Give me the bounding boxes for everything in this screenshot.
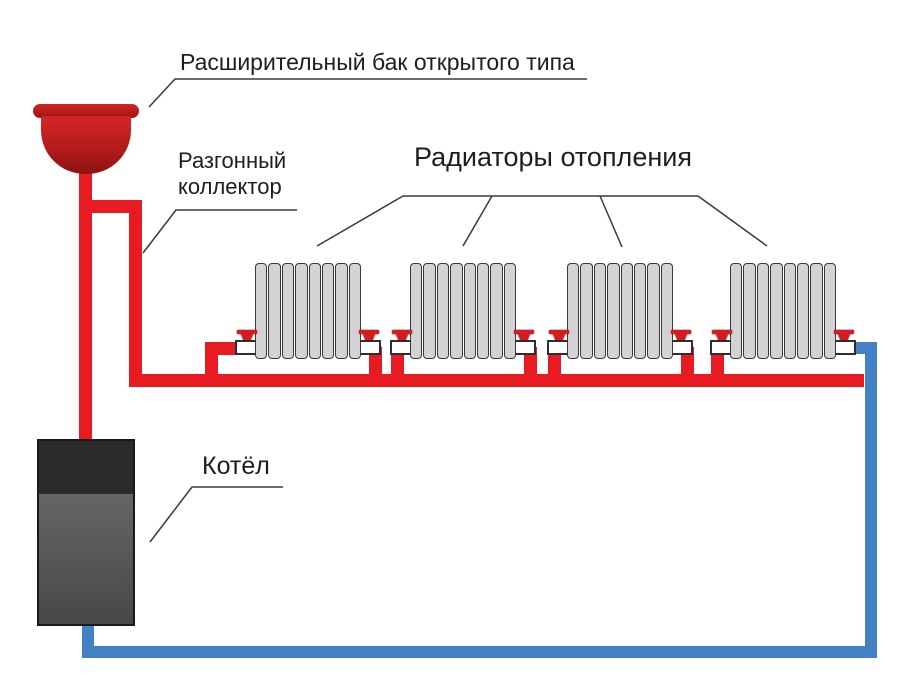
- radiator-section: [660, 263, 673, 359]
- inlet-valve-icon: [549, 330, 569, 341]
- radiator-section: [730, 263, 743, 359]
- collector-leader: [142, 209, 297, 254]
- expansion-tank-leader: [148, 78, 587, 108]
- valve-body: [675, 334, 687, 340]
- radiators-leader-2: [462, 195, 493, 247]
- return-pipe-boiler-inlet: [82, 624, 94, 658]
- inlet-valve-icon: [712, 330, 732, 341]
- valve-handle: [392, 330, 412, 334]
- expansion-tank-lip: [33, 104, 139, 118]
- radiator-section: [580, 263, 593, 359]
- supply-pipe-tank-riser: [79, 168, 92, 440]
- radiator-section: [476, 263, 490, 359]
- valve-handle: [237, 330, 257, 334]
- radiator-section: [796, 263, 810, 359]
- outlet-valve-icon: [514, 330, 534, 341]
- radiator-section: [593, 263, 607, 359]
- accelerating-collector-pipe: [129, 200, 142, 387]
- radiators-label: Радиаторы отопления: [414, 142, 692, 172]
- radiator-section: [281, 263, 295, 359]
- radiator-section: [620, 263, 633, 359]
- supply-riser: [711, 347, 724, 387]
- supply-pipe-main-line: [129, 374, 864, 387]
- radiator-section: [810, 263, 823, 359]
- radiator-section: [503, 263, 516, 359]
- radiator-section: [567, 263, 580, 359]
- valve-body: [518, 334, 530, 340]
- radiator-section: [410, 263, 423, 359]
- radiator-section: [633, 263, 647, 359]
- radiator-section: [756, 263, 770, 359]
- radiator-section: [490, 263, 503, 359]
- supply-pipe-branch: [79, 200, 142, 213]
- radiator: [410, 263, 516, 359]
- boiler-label: Котёл: [202, 452, 270, 480]
- radiator-section: [607, 263, 620, 359]
- radiators-leader-4: [697, 195, 768, 247]
- radiator: [730, 263, 836, 359]
- supply-riser: [548, 347, 561, 387]
- valve-body: [396, 334, 408, 340]
- expansion-tank-label: Расширительный бак открытого типа: [180, 49, 575, 75]
- radiators-leader-3: [599, 195, 623, 248]
- outlet-valve-icon: [359, 330, 379, 341]
- radiator-section: [647, 263, 660, 359]
- inlet-valve-icon: [237, 330, 257, 341]
- valve-body: [553, 334, 565, 340]
- radiator-section: [436, 263, 450, 359]
- supply-riser: [681, 347, 694, 387]
- boiler-leader: [149, 486, 283, 543]
- radiator-section: [335, 263, 348, 359]
- return-pipe-bottom: [82, 646, 877, 658]
- valve-handle: [712, 330, 732, 334]
- valve-body: [716, 334, 728, 340]
- radiator-section: [823, 263, 836, 359]
- valve-handle: [549, 330, 569, 334]
- return-pipe-right-drop: [865, 342, 877, 658]
- valve-handle: [359, 330, 379, 334]
- radiator-section: [268, 263, 281, 359]
- valve-body: [838, 334, 850, 340]
- radiator-section: [255, 263, 268, 359]
- valve-body: [241, 334, 253, 340]
- supply-riser: [524, 347, 537, 387]
- radiator: [255, 263, 361, 359]
- radiator-section: [321, 263, 335, 359]
- valve-handle: [514, 330, 534, 334]
- radiator: [567, 263, 673, 359]
- boiler-control-panel: [39, 441, 133, 494]
- radiator-section: [450, 263, 463, 359]
- radiator-section: [783, 263, 796, 359]
- radiator-section: [770, 263, 783, 359]
- inlet-valve-icon: [392, 330, 412, 341]
- radiator-section: [463, 263, 476, 359]
- radiator-section: [308, 263, 321, 359]
- valve-body: [363, 334, 375, 340]
- boiler: [37, 439, 135, 626]
- radiator-section: [743, 263, 756, 359]
- outlet-valve-icon: [834, 330, 854, 341]
- valve-handle: [671, 330, 691, 334]
- accelerating-collector-label: Разгонный коллектор: [178, 148, 287, 199]
- radiators-leader-1: [316, 195, 404, 247]
- radiator-section: [348, 263, 361, 359]
- supply-riser: [391, 347, 404, 387]
- radiator-section: [295, 263, 308, 359]
- radiator-section: [423, 263, 436, 359]
- outlet-valve-icon: [671, 330, 691, 341]
- supply-riser: [369, 347, 382, 387]
- valve-handle: [834, 330, 854, 334]
